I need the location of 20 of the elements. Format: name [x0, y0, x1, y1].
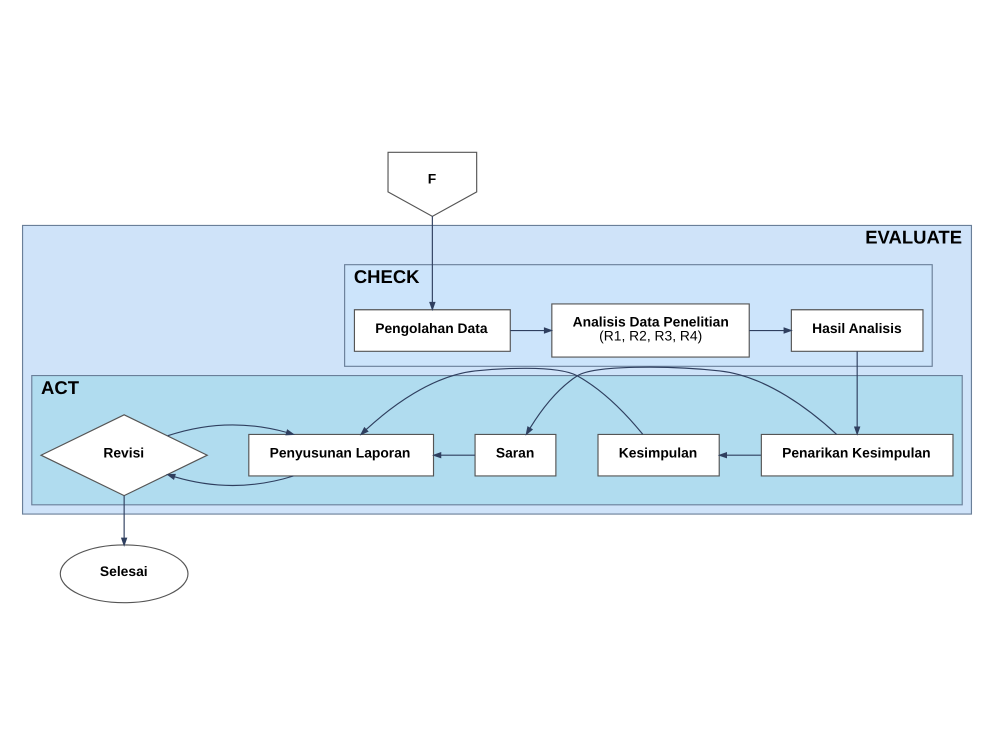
arrow: [525, 366, 838, 436]
arrow: [749, 326, 793, 334]
node-box: Analisis Data Penelitian (R1, R2, R3, R4): [551, 302, 750, 358]
arrow: [360, 367, 644, 436]
arrow: [718, 451, 761, 458]
arrow: [120, 495, 128, 546]
arrow: [168, 424, 296, 436]
node-diamond: Revisi: [40, 414, 209, 496]
node-box: Saran: [474, 433, 556, 476]
node-box: Pengolahan Data: [354, 308, 511, 352]
arrow: [432, 451, 475, 458]
node-box: Kesimpulan: [597, 433, 720, 476]
node-ellipse: Selesai: [60, 544, 189, 603]
arrow: [429, 216, 436, 311]
arrow: [510, 326, 554, 334]
node-box: Penyusunan Laporan: [248, 433, 434, 476]
arrow: [166, 473, 294, 486]
arrow: [854, 350, 860, 436]
node-box: Hasil Analisis: [790, 308, 924, 352]
node-box: Penarikan Kesimpulan: [760, 433, 954, 476]
